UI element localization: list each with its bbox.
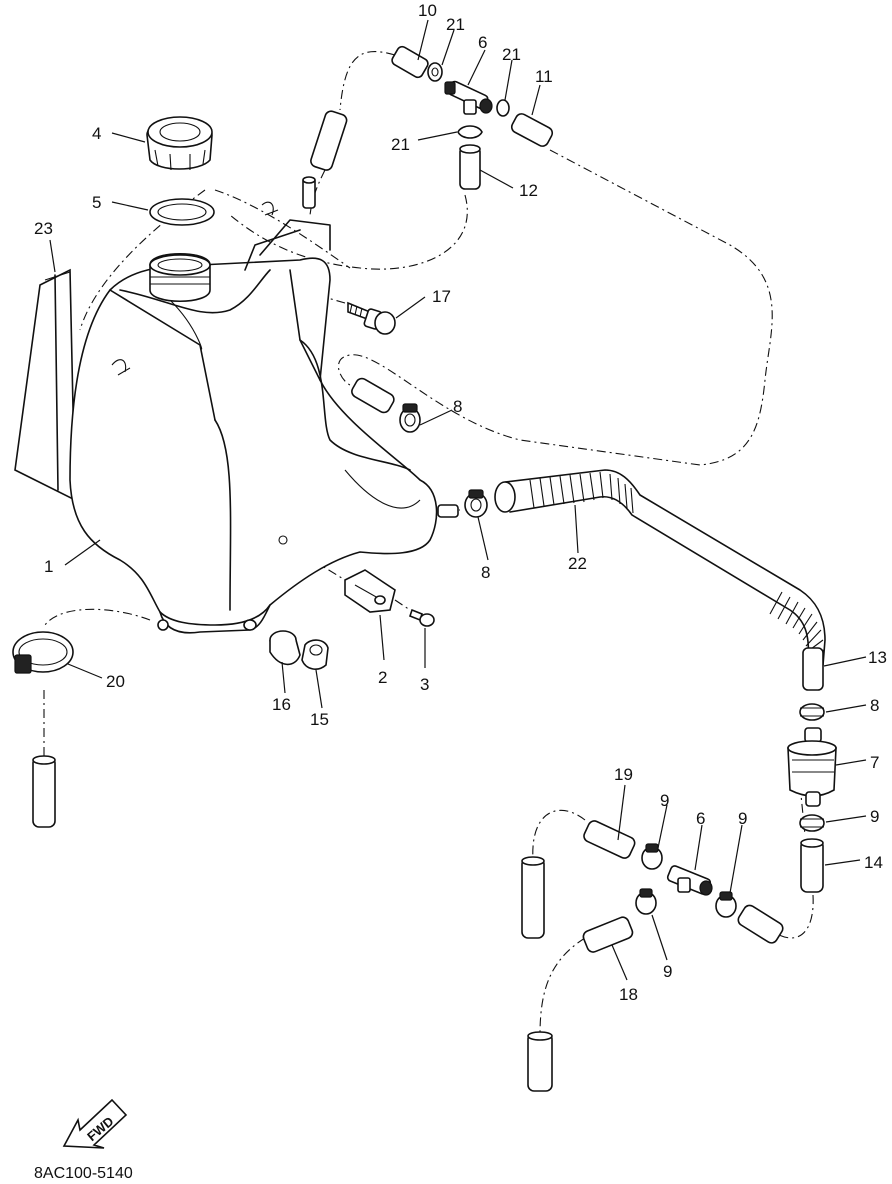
- callout-14: 14: [864, 853, 883, 872]
- callout-21-left: 21: [446, 15, 465, 34]
- forward-direction-arrow: FWD: [62, 1098, 128, 1149]
- callout-20: 20: [106, 672, 125, 691]
- callout-9-upper: 9: [660, 791, 669, 810]
- callout-18: 18: [619, 985, 638, 1004]
- gasket-5: [149, 198, 215, 226]
- callout-8-upper: 8: [453, 397, 462, 416]
- side-cover-23: [14, 268, 76, 502]
- callout-21-right: 21: [502, 45, 521, 64]
- callout-3: 3: [420, 675, 429, 694]
- fuel-cap-4: [146, 116, 213, 171]
- callout-6-bottom: 6: [696, 809, 705, 828]
- callout-5: 5: [92, 193, 101, 212]
- band-clamp-20: [12, 631, 74, 828]
- leader-lines: [49, 19, 867, 981]
- callout-8-middle: 8: [481, 563, 490, 582]
- callout-2: 2: [378, 668, 387, 687]
- callout-23: 23: [34, 219, 53, 238]
- callout-8-lower: 8: [870, 696, 879, 715]
- callout-9-lower: 9: [663, 962, 672, 981]
- hose-clamp-8-upper: [351, 377, 421, 433]
- callout-22: 22: [568, 554, 587, 573]
- bracket-2-screw-3: [344, 569, 435, 627]
- callout-16: 16: [272, 695, 291, 714]
- callout-17: 17: [432, 287, 451, 306]
- callout-labels: 1 2 3 4 5 6 6 7 8 8 8 9 9 9 9 10 11 12 1…: [34, 1, 887, 1004]
- callout-11: 11: [535, 67, 553, 86]
- callout-9-right: 9: [738, 809, 747, 828]
- callout-13: 13: [868, 648, 887, 667]
- callout-1: 1: [44, 557, 53, 576]
- diagram-code: 8AC100-5140: [34, 1165, 133, 1182]
- vent-hose-assembly: [310, 45, 554, 190]
- callout-10: 10: [418, 1, 437, 20]
- fuel-tank-1: [69, 176, 459, 634]
- callout-6-top: 6: [478, 33, 487, 52]
- callout-12: 12: [519, 181, 538, 200]
- callout-19: 19: [614, 765, 633, 784]
- fuel-hose-22: [494, 469, 826, 669]
- damper-16-collar-15: [269, 630, 329, 670]
- drain-tee-assembly: [521, 820, 784, 1092]
- filter-line-assembly: [787, 647, 837, 893]
- callout-7: 7: [870, 753, 879, 772]
- callout-15: 15: [310, 710, 329, 729]
- bolt-17: [347, 301, 396, 335]
- callout-4: 4: [92, 124, 101, 143]
- callout-21-lower: 21: [391, 135, 410, 154]
- hose-clamp-8-middle: [464, 489, 488, 518]
- callout-9-filter: 9: [870, 807, 879, 826]
